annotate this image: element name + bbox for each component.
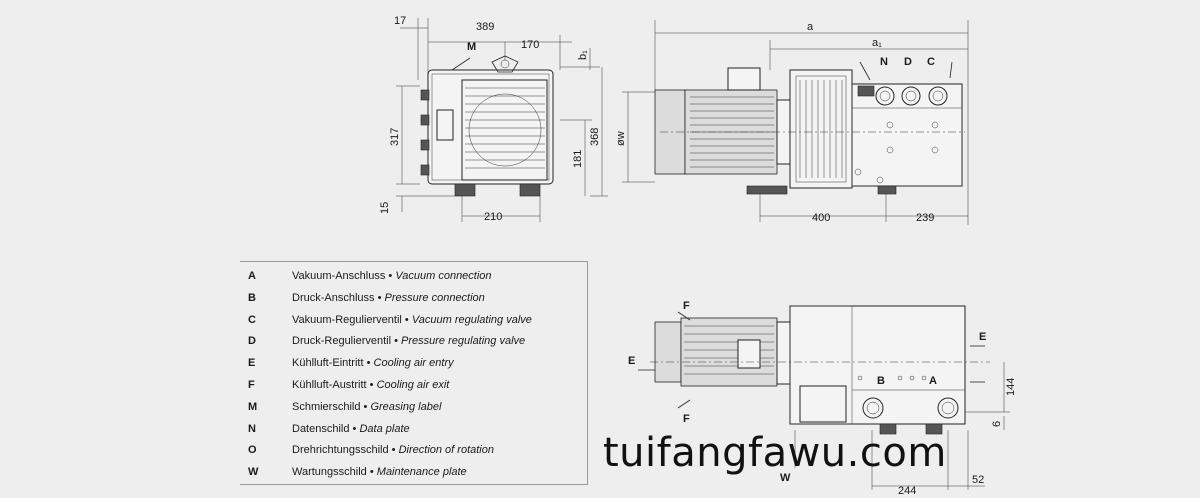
legend-separator: •	[363, 400, 368, 413]
legend-key: E	[248, 357, 256, 370]
label-n: N	[880, 56, 888, 68]
label-a: A	[929, 375, 937, 387]
label-c: C	[927, 56, 935, 68]
front-view: 17 389 170 b₁ 317 368 181 15 210 M	[379, 15, 608, 223]
legend-de: Druck-Regulierventil	[292, 335, 392, 348]
legend-text: Vakuum-Regulierventil • Vacuum regulatin…	[292, 310, 532, 330]
dim-368: 368	[589, 128, 601, 146]
legend-text: Vakuum-Anschluss • Vacuum connection	[292, 266, 492, 286]
dim-170: 170	[521, 39, 539, 51]
legend-separator: •	[369, 466, 374, 479]
legend-separator: •	[394, 335, 398, 348]
legend-de: Vakuum-Anschluss	[292, 270, 386, 282]
label-f-top: F	[683, 300, 690, 312]
dim-244: 244	[898, 485, 916, 497]
dim-181: 181	[572, 150, 584, 168]
legend-key: N	[248, 422, 256, 435]
dim-17: 17	[394, 15, 406, 27]
label-e-left: E	[628, 355, 635, 367]
legend-de: Datenschild	[292, 422, 350, 435]
dim-a: a	[807, 21, 814, 33]
dim-389: 389	[476, 21, 494, 33]
legend-en: Vacuum regulating valve	[411, 313, 532, 326]
dim-400: 400	[812, 212, 830, 224]
legend-separator: •	[366, 357, 371, 370]
legend-en: Pressure connection	[384, 291, 485, 304]
dim-317: 317	[389, 128, 401, 146]
legend-de: Schmierschild	[292, 400, 361, 413]
label-f-bottom: F	[683, 413, 690, 425]
label-e-right: E	[979, 331, 986, 343]
legend-key: M	[248, 400, 258, 413]
dim-52: 52	[972, 474, 984, 486]
legend-key: D	[248, 335, 256, 348]
legend-en: Greasing label	[370, 400, 442, 413]
legend-en: Pressure regulating valve	[401, 335, 526, 348]
legend-en: Cooling air exit	[376, 379, 450, 391]
dim-15: 15	[379, 202, 391, 214]
legend-de: Vakuum-Regulierventil	[292, 313, 402, 326]
legend-en: Direction of rotation	[398, 444, 494, 457]
legend-separator: •	[377, 291, 382, 304]
dim-ow: øw	[615, 131, 627, 146]
dim-144: 144	[1005, 378, 1017, 396]
legend-de: Kühlluft-Eintritt	[292, 357, 364, 370]
legend-separator: •	[369, 379, 374, 391]
legend-en: Maintenance plate	[376, 466, 467, 479]
legend-de: Kühlluft-Austritt	[292, 379, 367, 391]
side-view: a a₁ øw 400 239 N D C	[615, 20, 969, 225]
legend-separator: •	[391, 444, 396, 457]
legend-key: C	[248, 313, 256, 326]
legend-text: Datenschild • Data plate	[292, 419, 410, 439]
label-d: D	[904, 56, 912, 68]
legend-key: W	[248, 466, 259, 479]
dim-239: 239	[916, 212, 934, 224]
top-view: F F E E B A W 144 6 244 52	[628, 300, 1017, 497]
legend-separator: •	[352, 422, 357, 435]
legend-separator: •	[404, 313, 409, 326]
legend-separator: •	[388, 270, 393, 282]
legend-key: O	[248, 444, 257, 457]
legend-en: Vacuum connection	[395, 270, 492, 282]
label-b: B	[877, 375, 885, 387]
legend-key: A	[248, 270, 256, 282]
legend-en: Data plate	[359, 422, 410, 435]
legend-key: F	[248, 379, 255, 391]
dim-6: 6	[991, 421, 1003, 427]
legend-de: Druck-Anschluss	[292, 291, 375, 304]
legend-key: B	[248, 291, 256, 304]
legend-text: Schmierschild • Greasing label	[292, 397, 441, 417]
dim-a1: a₁	[872, 37, 882, 49]
dim-210: 210	[484, 211, 502, 223]
dim-b1: b₁	[577, 50, 589, 60]
legend-de: Drehrichtungsschild	[292, 444, 389, 457]
label-m: M	[467, 41, 476, 53]
legend-text: Wartungsschild • Maintenance plate	[292, 462, 467, 482]
legend-de: Wartungsschild	[292, 466, 367, 479]
watermark: tuifangfawu.com	[603, 430, 947, 476]
legend-text: Kühlluft-Austritt • Cooling air exit	[292, 375, 449, 395]
label-w: W	[780, 472, 791, 484]
legend-text: Kühlluft-Eintritt • Cooling air entry	[292, 353, 454, 373]
legend-text: Druck-Anschluss • Pressure connection	[292, 288, 485, 308]
legend-en: Cooling air entry	[373, 357, 454, 370]
legend-text: Drehrichtungsschild • Direction of rotat…	[292, 440, 494, 460]
legend-text: Druck-Regulierventil • Pressure regulati…	[292, 331, 525, 351]
